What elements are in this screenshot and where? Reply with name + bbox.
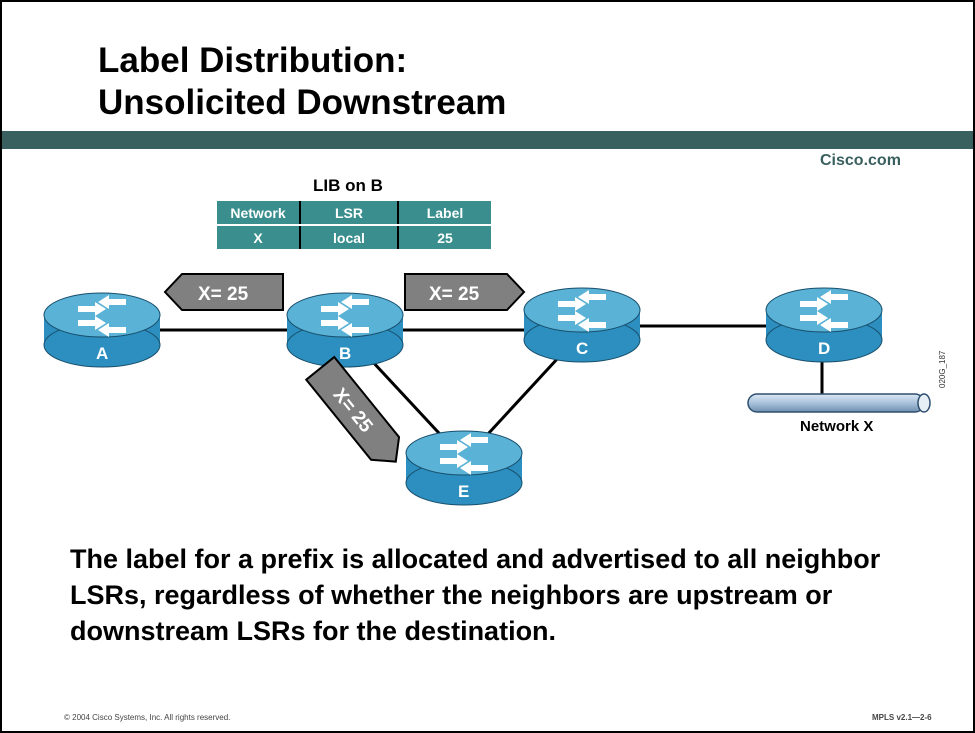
router-d-label: D <box>818 339 830 358</box>
header-bar <box>2 131 973 149</box>
course-reference: MPLS v2.1—2-6 <box>872 713 932 722</box>
router-c-label: C <box>576 339 588 358</box>
lib-cell-network: X <box>217 225 301 249</box>
body-text: The label for a prefix is allocated and … <box>70 544 881 646</box>
network-x-label: Network X <box>800 418 873 435</box>
lib-header-network: Network <box>217 201 301 226</box>
copyright-notice: © 2004 Cisco Systems, Inc. All rights re… <box>64 713 231 722</box>
router-d: D <box>765 287 883 363</box>
advert-to-c-label: X= 25 <box>429 284 480 305</box>
router-e-label: E <box>458 482 469 501</box>
advert-flag-to-e: X= 25 <box>304 355 401 463</box>
router-e: E <box>405 430 523 506</box>
lib-title: LIB on B <box>313 176 383 195</box>
lib-data-row: X local 25 <box>217 225 491 249</box>
cisco-brand: Cisco.com <box>820 152 901 169</box>
router-c: C <box>523 287 641 363</box>
lib-header-label: Label <box>398 201 491 226</box>
router-a-label: A <box>96 344 108 363</box>
slide-title-line-1: Label Distribution: <box>98 41 408 80</box>
slide-code: 020G_187 <box>938 350 947 388</box>
lib-cell-label: 25 <box>398 225 491 249</box>
lib-header-lsr: LSR <box>300 201 399 226</box>
advert-flag-to-c: X= 25 <box>404 273 526 311</box>
router-b: B <box>286 292 404 368</box>
lib-cell-lsr: local <box>300 225 399 249</box>
advert-flag-to-a: X= 25 <box>163 273 284 311</box>
slide-title-line-2: Unsolicited Downstream <box>98 83 507 122</box>
advert-to-a-label: X= 25 <box>198 284 249 305</box>
network-x-segment <box>747 393 931 413</box>
router-b-label: B <box>339 344 351 363</box>
lib-header-row: Network LSR Label <box>217 201 491 226</box>
router-a: A <box>43 292 161 368</box>
lib-table: Network LSR Label X local 25 <box>217 201 491 249</box>
